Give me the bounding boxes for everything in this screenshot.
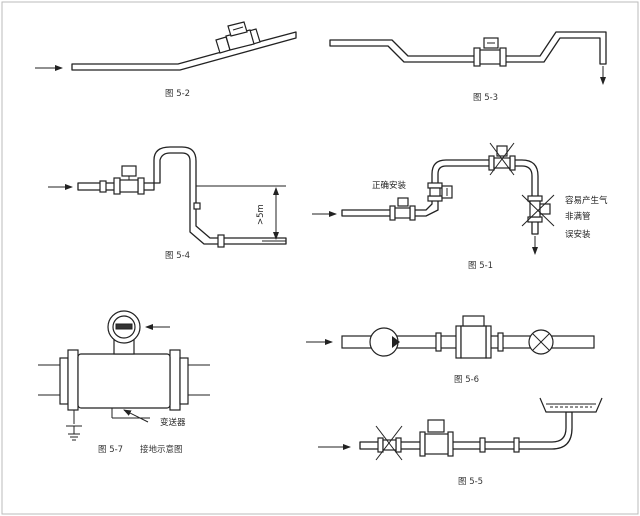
ground-icon: [68, 426, 80, 441]
height-label: >5m: [256, 204, 266, 225]
flowmeter-icon: [521, 194, 555, 227]
tank-icon: [539, 397, 603, 413]
flowmeter-icon: [473, 37, 507, 67]
flowmeter-icon: [375, 425, 403, 461]
flowmeter-icon: [427, 182, 453, 202]
correct-install-label: 正确安装: [372, 180, 407, 191]
flowmeter-icon: [488, 142, 516, 176]
figure-title: 接地示意图: [140, 444, 183, 455]
figure-caption: 图 5-4: [165, 251, 190, 261]
pipe: [329, 31, 607, 65]
figure-5-2: 图 5-2: [35, 21, 297, 99]
figure-5-4: >5m 图 5-4: [48, 146, 287, 261]
transmitter-label: 变送器: [160, 417, 186, 428]
pipe: [341, 159, 539, 235]
pump-icon: [369, 327, 400, 357]
figure-5-6: 图 5-6: [306, 315, 595, 385]
figure-5-7: 变送器 图 5-7 接地示意图: [38, 310, 210, 455]
flowmeter-icon: [455, 315, 492, 359]
figure-caption: 图 5-5: [458, 477, 483, 487]
figure-5-5: 图 5-5: [318, 397, 603, 487]
pipe: [77, 146, 287, 245]
flow-arrow-icon: [123, 409, 149, 423]
flowmeter-icon: [113, 165, 145, 195]
figure-5-3: 图 5-3: [329, 31, 607, 103]
flowmeter-body: [77, 353, 171, 409]
figure-caption: 图 5-2: [165, 89, 190, 99]
flowmeter-icon: [107, 310, 141, 344]
figure-5-1: 正确安装 容易产生气 非满管 误安装 图 5-1: [312, 142, 608, 271]
figure-caption: 图 5-1: [468, 261, 493, 271]
flowmeter-icon: [215, 21, 261, 54]
pipe: [71, 31, 297, 71]
figure-caption: 图 5-3: [473, 93, 498, 103]
flowmeter-icon: [419, 419, 454, 457]
figure-caption: 图 5-6: [454, 375, 479, 385]
flowmeter-icon: [389, 197, 416, 221]
wrong-install-label-3: 误安装: [565, 229, 591, 240]
figure-caption: 图 5-7: [98, 445, 123, 455]
wrong-install-label-1: 容易产生气: [565, 195, 608, 206]
wrong-install-label-2: 非满管: [565, 211, 591, 222]
valve-icon: [528, 329, 554, 355]
